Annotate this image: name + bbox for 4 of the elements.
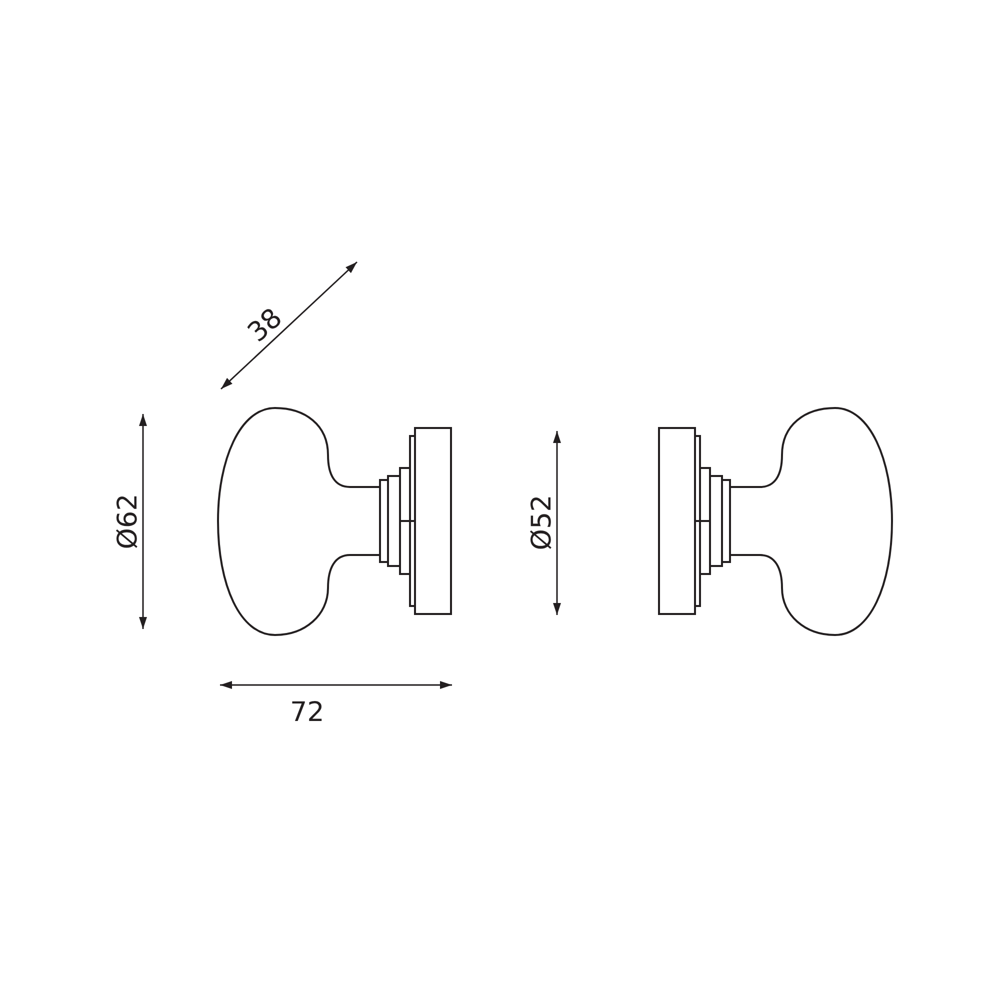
dimension-label: Ø62 bbox=[114, 493, 142, 549]
dimension-label: 72 bbox=[290, 698, 324, 726]
dimension-label: 38 bbox=[243, 303, 287, 347]
dimension-label: Ø52 bbox=[528, 494, 556, 550]
